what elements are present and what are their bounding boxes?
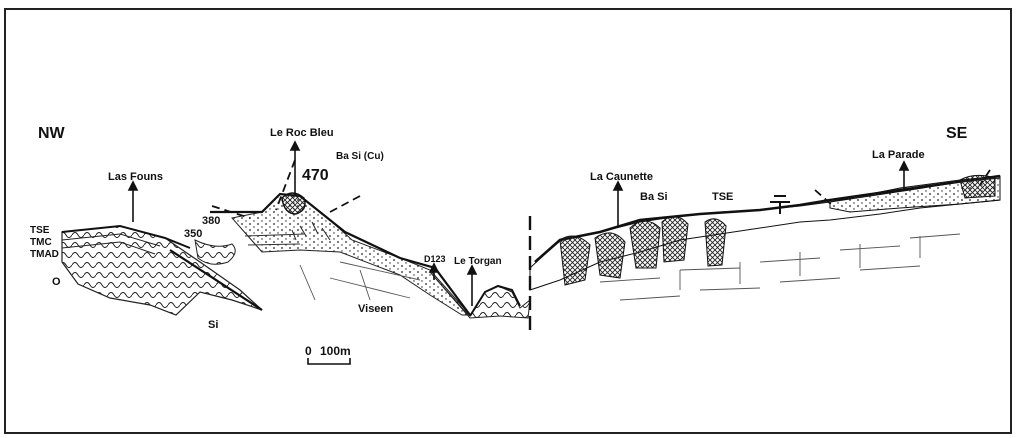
label-ba-si-cu: Ba Si (Cu) — [336, 151, 384, 162]
scale-bar — [307, 358, 351, 365]
label-la-parade: La Parade — [872, 149, 925, 161]
label-si: Si — [208, 319, 218, 331]
dashed-guides — [211, 159, 991, 219]
well-symbol-icon — [770, 195, 790, 214]
label-d123: D123 — [424, 254, 446, 264]
se-plateau — [529, 174, 1001, 291]
se-bedding — [599, 233, 961, 301]
label-las-founs: Las Founs — [108, 171, 163, 183]
nw-folded-basement — [61, 224, 263, 316]
labels: NW SE Las Founs Le Roc Bleu Ba Si (Cu) 4… — [30, 125, 968, 358]
label-le-torgan: Le Torgan — [454, 256, 502, 267]
torgan-valley — [429, 271, 531, 319]
label-o: O — [52, 276, 61, 288]
label-tmad: TMAD — [30, 249, 59, 260]
figure-frame — [4, 8, 1012, 434]
label-tse-left: TSE — [30, 225, 50, 236]
roc-bleu-hill — [210, 192, 472, 316]
label-tmc: TMC — [30, 237, 52, 248]
label-ba-si: Ba Si — [640, 191, 668, 203]
label-se: SE — [946, 125, 968, 142]
label-altitude-350: 350 — [184, 228, 202, 240]
location-arrows — [127, 140, 910, 306]
label-altitude-470: 470 — [302, 167, 329, 184]
label-nw: NW — [38, 125, 66, 142]
label-scale-zero: 0 — [305, 344, 312, 358]
label-la-caunette: La Caunette — [590, 171, 653, 183]
label-scale-100m: 100m — [320, 344, 351, 358]
label-viseen: Viseen — [358, 303, 394, 315]
viseen-bedding — [299, 261, 421, 301]
label-tse-right: TSE — [712, 191, 733, 203]
label-le-roc-bleu: Le Roc Bleu — [270, 127, 334, 139]
label-altitude-380: 380 — [202, 215, 220, 227]
